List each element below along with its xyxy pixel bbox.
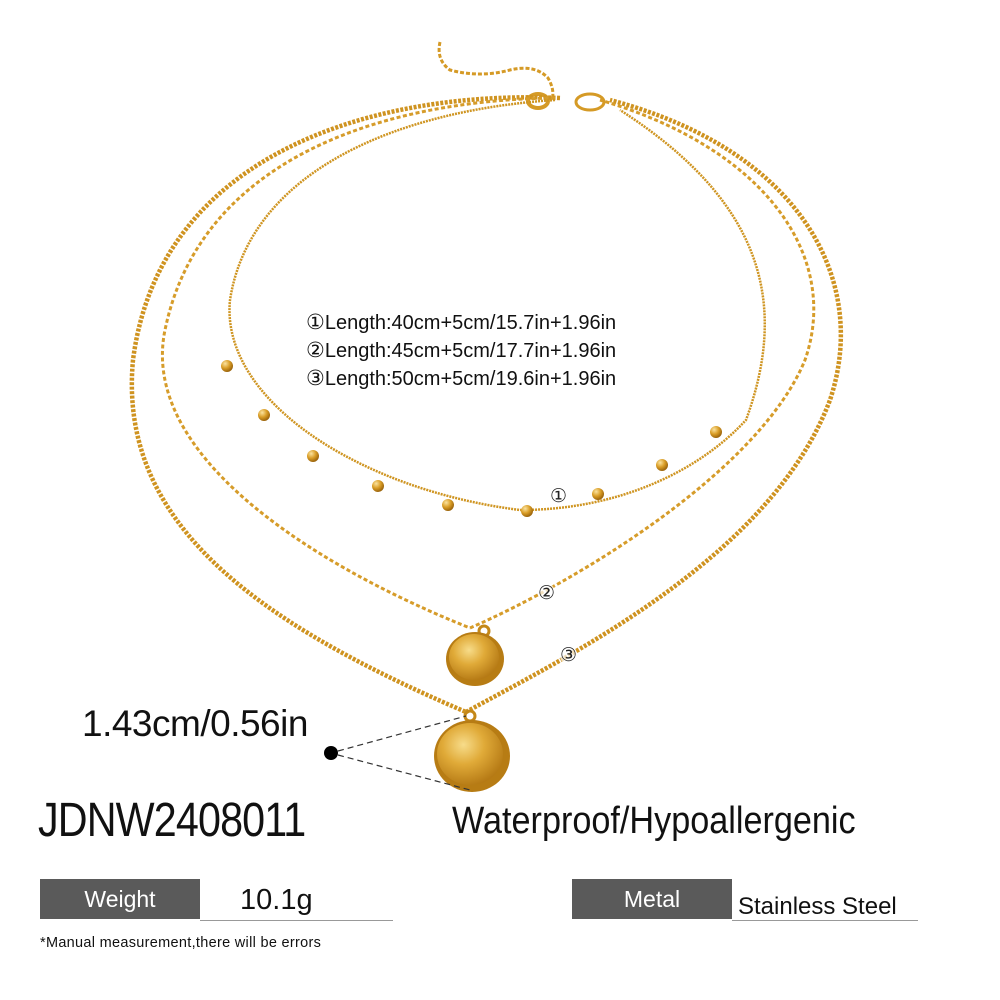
length-spec-1: ①Length:40cm+5cm/15.7in+1.96in [306,309,616,337]
strand-3-chain [129,95,844,715]
length-marker-2: ② [306,338,325,362]
product-features: Waterproof/Hypoallergenic [452,800,856,842]
metal-underline [732,920,918,921]
length-marker-1: ① [306,310,325,334]
pendant-size-label: 1.43cm/0.56in [82,703,308,744]
metal-label: Metal [572,879,732,919]
product-sku: JDNW2408011 [38,794,306,847]
strand-1-marker: ① [550,485,568,507]
length-text-3: Length:50cm+5cm/19.6in+1.96in [324,368,617,390]
length-text-2: Length:45cm+5cm/17.7in+1.96in [324,340,617,362]
strand-1-beads [221,360,722,517]
weight-value: 10.1g [240,884,313,916]
length-text-1: Length:40cm+5cm/15.7in+1.96in [324,312,617,334]
small-disc-pendant [446,624,504,686]
metal-value: Stainless Steel [738,893,897,920]
strand-2-chain [161,96,816,630]
length-spec-2: ②Length:45cm+5cm/17.7in+1.96in [306,337,616,365]
weight-label: Weight [40,879,200,919]
length-spec-list: ①Length:40cm+5cm/15.7in+1.96in ②Length:4… [306,309,616,393]
strand-2-marker: ② [538,582,556,604]
length-spec-3: ③Length:50cm+5cm/19.6in+1.96in [306,365,616,393]
strand-1-chain [228,98,766,512]
pendant-size-callout [324,715,471,791]
measurement-disclaimer: *Manual measurement,there will be errors [40,935,322,951]
strand-3-marker: ③ [560,644,578,666]
length-marker-3: ③ [306,366,325,390]
weight-underline [200,920,393,921]
large-disc-pendant [434,709,510,792]
